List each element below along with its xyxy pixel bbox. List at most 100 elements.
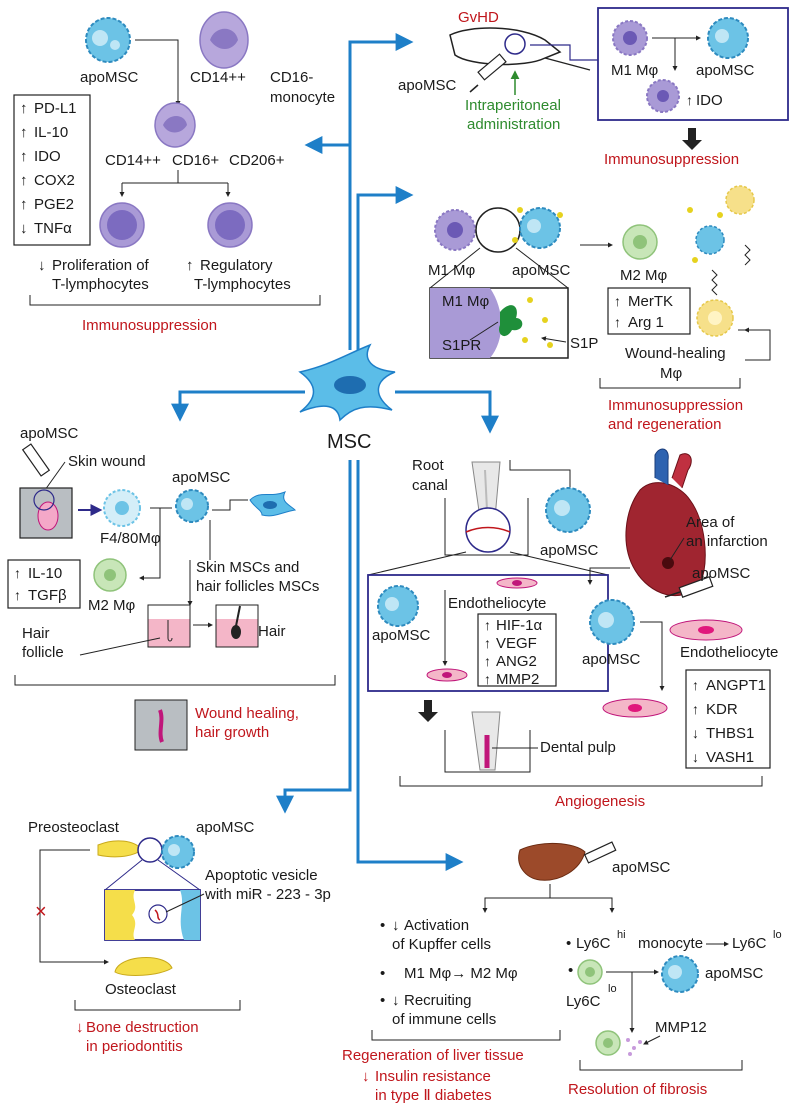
pointer — [44, 461, 66, 491]
vesicle-label-1: Apoptotic vesicle — [205, 867, 318, 884]
up-arrow: ↑ — [186, 257, 194, 274]
reg-label-2: T-lymphocytes — [194, 276, 291, 293]
outcome-liver-down: ↓ — [362, 1068, 370, 1085]
m1-box-label: M1 Mφ — [442, 293, 490, 310]
black-down-arrow — [682, 128, 702, 150]
ido-macrophage-icon — [646, 79, 680, 113]
bracket — [74, 1000, 241, 1011]
tcell-left-icon — [99, 202, 145, 248]
marker-box — [13, 94, 91, 246]
ly6c-lo-2: lo — [608, 983, 617, 995]
apomsc-cell-icon — [85, 17, 131, 63]
marker-dir: ↑ — [20, 124, 28, 141]
marker-pd-l1: PD-L1 — [34, 100, 77, 117]
marker-il10: IL-10 — [28, 565, 62, 582]
down-arrow: ↓ — [392, 992, 400, 1009]
monocyte-label-a: CD14++ — [190, 69, 246, 86]
admin-label-2: administration — [467, 116, 560, 133]
bracket — [371, 1030, 561, 1041]
tcell-right-icon — [207, 202, 253, 248]
apomsc-tooth-label: apoMSC — [540, 542, 599, 559]
apomsc-label: apoMSC — [80, 69, 139, 86]
zoom-circle — [137, 837, 163, 863]
infarct-label-2: an infarction — [686, 533, 768, 550]
branch-line — [122, 170, 228, 184]
wound-label-1: Wound-healing — [625, 345, 726, 362]
msc-arrows — [171, 33, 499, 871]
skin-msc-label-2: hair follicles MSCs — [196, 578, 319, 595]
liver-icon — [518, 842, 586, 881]
apomsc-label-4: apoMSC — [172, 469, 231, 486]
ido-up: ↑ — [686, 92, 693, 108]
vesicle-label-2: with miR - 223 - 3p — [204, 886, 331, 903]
msc-label: MSC — [327, 431, 371, 453]
m1-macrophage-icon-2 — [434, 209, 476, 251]
macrophage-label-a: CD14++ — [105, 152, 161, 169]
ly6c-lo: lo — [773, 929, 782, 941]
apomsc-label-3: apoMSC — [20, 425, 79, 442]
s1p-label: S1P — [570, 335, 598, 352]
apomsc-box-label-2: apoMSC — [372, 627, 431, 644]
prolif-label-2: T-lymphocytes — [52, 276, 149, 293]
m1-label: M1 Mφ — [611, 62, 659, 79]
endo-right-label: Endotheliocyte — [680, 644, 778, 661]
black-down-arrow-2 — [418, 700, 438, 722]
liver-item3-1: Recruiting — [404, 992, 472, 1009]
cross-icon: × — [35, 901, 47, 923]
down-arrow: ↓ — [392, 917, 400, 934]
root-canal-label-2: canal — [412, 477, 448, 494]
hair-follicle-label-2: follicle — [22, 644, 64, 661]
line — [212, 499, 248, 511]
hair-follicle-label-1: Hair — [22, 625, 50, 642]
monocyte-label-b: CD16- — [270, 69, 313, 86]
apomsc-box-label: apoMSC — [696, 62, 755, 79]
marker-angpt1: ANGPT1 — [706, 677, 766, 694]
il10-box — [7, 559, 81, 609]
marker-dir: ↑ — [20, 100, 28, 117]
bullet: • — [568, 962, 573, 979]
admin-label-1: Intraperitoneal — [465, 97, 561, 114]
marker-dir: ↑ — [614, 293, 621, 309]
outcome-immunosuppression-2: Immunosuppression — [604, 151, 739, 168]
apomsc-right-label: apoMSC — [582, 651, 641, 668]
pointer — [79, 637, 161, 656]
outcome-liver-2: Insulin resistance — [375, 1068, 491, 1085]
endothelial-cell-icon — [496, 577, 538, 589]
marker-dir: ↑ — [692, 677, 699, 693]
osteoclast-icon — [114, 957, 173, 976]
hair-follicle-icon — [147, 604, 191, 648]
wound-healing-macrophage-icon — [696, 299, 734, 337]
marker-tgfb: TGFβ — [28, 587, 67, 604]
healed-skin-icon — [134, 699, 188, 751]
apoptotic-cells-icon — [687, 185, 755, 296]
liver-item1-1: Activation — [404, 917, 469, 934]
marker-dir: ↑ — [484, 653, 491, 669]
m2-macrophage-icon — [622, 224, 658, 260]
zoom-line — [530, 44, 598, 61]
marker-tnfa: TNFα — [34, 220, 72, 237]
marker-kdr: KDR — [706, 701, 738, 718]
m2-label-2: M2 Mφ — [88, 597, 136, 614]
endothelial-cell-icon-4 — [602, 698, 668, 718]
ly6c-label-1: Ly6C — [576, 935, 611, 952]
syringe-icon — [469, 53, 507, 93]
ly6c-monocyte-icon — [577, 959, 603, 985]
bracket — [14, 675, 336, 686]
zoom-lines — [104, 859, 201, 891]
outcome-immunoregen-1: Immunosuppression — [608, 397, 743, 414]
m1-macrophage-icon — [612, 20, 648, 56]
ly6c-hi: hi — [617, 929, 626, 941]
endo-arrow-2 — [640, 621, 665, 691]
zoom-circle — [475, 207, 521, 253]
f480-label: F4/80Mφ — [100, 530, 161, 547]
marker-list: ↑ PD-L1 ↑ IL-10 ↑ IDO ↑ COX2 ↑ PGE2 ↓ TN… — [20, 100, 77, 237]
down-arrow: ↓ — [38, 257, 46, 274]
hair-icon — [215, 604, 259, 648]
outcome-immunoregen-2: and regeneration — [608, 416, 721, 433]
apomsc-icon-2 — [512, 207, 563, 249]
line — [509, 460, 571, 492]
liver-item1-2: of Kupffer cells — [392, 936, 491, 953]
marker-ido: IDO — [34, 148, 61, 165]
apomsc-injection-label: apoMSC — [398, 77, 457, 94]
